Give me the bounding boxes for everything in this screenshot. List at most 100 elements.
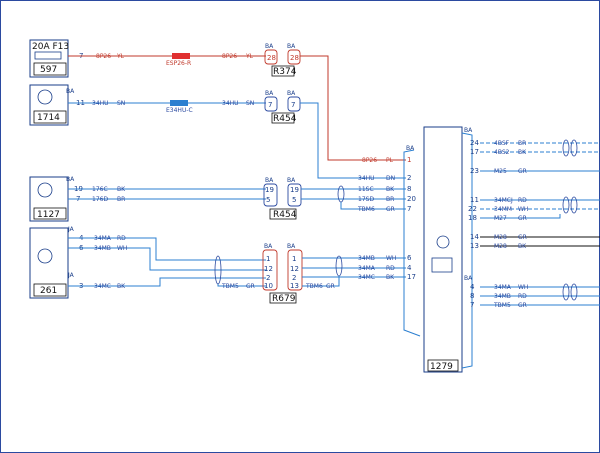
svg-text:WH: WH	[518, 284, 528, 291]
svg-text:34HU: 34HU	[358, 175, 375, 182]
svg-text:GR: GR	[246, 283, 255, 290]
ground-bracket-out	[461, 132, 473, 369]
wire-tbm6[interactable]	[340, 202, 406, 210]
svg-text:2: 2	[292, 274, 296, 282]
svg-text:34MA: 34MA	[358, 265, 376, 272]
svg-text:GR: GR	[518, 168, 527, 175]
svg-text:TBM6: TBM6	[357, 206, 375, 213]
svg-text:BA: BA	[406, 145, 415, 152]
connector-r374[interactable]: BA BA 28 28 R374	[264, 43, 301, 77]
svg-text:28: 28	[290, 54, 299, 62]
svg-text:34MC: 34MC	[94, 283, 111, 290]
svg-text:M27: M27	[494, 215, 507, 222]
svg-text:BK: BK	[518, 149, 527, 156]
wire-34mb-in[interactable]	[68, 247, 266, 271]
svg-text:34MB: 34MB	[494, 293, 511, 300]
svg-text:1127: 1127	[37, 210, 60, 220]
svg-text:12: 12	[290, 265, 299, 273]
svg-text:4: 4	[407, 264, 412, 272]
svg-text:17: 17	[407, 273, 416, 281]
svg-text:BA: BA	[464, 275, 473, 282]
svg-text:1714: 1714	[37, 113, 60, 123]
svg-text:34HU: 34HU	[222, 100, 239, 107]
wire-tbm5-in[interactable]	[217, 284, 266, 287]
svg-text:17: 17	[470, 148, 479, 156]
svg-text:176C: 176C	[92, 186, 108, 193]
connector-r454-mid[interactable]: BA BA 19 5 19 5 R454	[263, 177, 302, 220]
svg-text:13: 13	[290, 282, 299, 290]
svg-text:34MM: 34MM	[494, 206, 512, 213]
svg-text:2: 2	[407, 174, 411, 182]
wire-34mc-in[interactable]	[68, 277, 266, 287]
svg-text:DN: DN	[386, 175, 395, 182]
label-yl: YL	[116, 53, 125, 60]
svg-text:TBM5: TBM5	[493, 302, 511, 309]
connector-r374-id: R374	[273, 67, 297, 77]
wire-m27[interactable]	[480, 214, 561, 219]
ecu-icon	[436, 235, 450, 249]
svg-text:1279: 1279	[430, 362, 453, 372]
svg-text:E34HU-C: E34HU-C	[166, 107, 193, 114]
svg-text:6: 6	[407, 254, 412, 262]
svg-text:18: 18	[468, 214, 477, 222]
connector-r454-top[interactable]: BA BA 7 7 R454	[264, 90, 301, 124]
component-1714[interactable]: 1714	[29, 84, 69, 126]
svg-text:RD: RD	[117, 235, 126, 242]
component-261[interactable]: 261	[29, 227, 69, 299]
svg-text:8: 8	[470, 292, 474, 300]
label-8p26-b: 8P26	[222, 53, 237, 60]
wire-tbm6-r679[interactable]	[302, 276, 340, 287]
svg-text:JA: JA	[67, 226, 75, 233]
svg-text:WH: WH	[386, 255, 396, 262]
svg-text:BK: BK	[386, 274, 395, 281]
component-1127[interactable]: 1127	[29, 176, 69, 222]
splice-red-icon	[172, 53, 190, 59]
wire-8p26-to-1279[interactable]	[300, 55, 406, 161]
svg-text:BA: BA	[66, 88, 75, 95]
svg-text:BA: BA	[287, 90, 296, 97]
svg-text:M28: M28	[494, 234, 507, 241]
svg-text:BK: BK	[386, 186, 395, 193]
svg-text:TBM6: TBM6	[305, 283, 323, 290]
svg-text:BK: BK	[518, 243, 527, 250]
svg-text:14: 14	[470, 233, 479, 241]
sensor-icon-261	[37, 248, 53, 264]
svg-text:R454: R454	[273, 210, 297, 220]
relay-icon	[37, 89, 53, 105]
component-597[interactable]: 20A F13 597	[29, 39, 69, 78]
svg-text:11: 11	[470, 196, 479, 204]
svg-text:28: 28	[267, 54, 276, 62]
svg-text:4: 4	[470, 283, 475, 291]
fuse-label: 20A F13	[32, 42, 69, 52]
splice-red-label: ESP26-R	[166, 60, 191, 67]
svg-text:BA: BA	[265, 177, 274, 184]
svg-text:WH: WH	[518, 206, 528, 213]
sensor-icon	[37, 182, 53, 198]
wire-34hu-to-1279[interactable]	[300, 102, 406, 179]
svg-text:17SD: 17SD	[358, 196, 374, 203]
svg-text:34HU: 34HU	[92, 100, 109, 107]
wire-34ma-in[interactable]	[68, 237, 266, 261]
fuse-icon	[34, 51, 62, 60]
svg-text:SN: SN	[246, 100, 254, 107]
svg-text:5: 5	[266, 196, 270, 204]
svg-text:261: 261	[40, 286, 57, 296]
label-8p26: 8P26	[96, 53, 111, 60]
svg-text:M25: M25	[494, 168, 507, 175]
svg-text:176D: 176D	[92, 196, 108, 203]
svg-text:BR: BR	[386, 196, 394, 203]
svg-text:BK: BK	[117, 186, 126, 193]
component-1279[interactable]: 1279	[423, 126, 463, 373]
display-icon	[431, 257, 453, 273]
connector-r679[interactable]: BA BA 1 12 2 10 1 12 2 13 R679	[262, 243, 303, 304]
svg-text:7: 7	[407, 205, 411, 213]
svg-text:1: 1	[407, 156, 411, 164]
svg-text:5: 5	[292, 196, 296, 204]
svg-text:BA: BA	[287, 243, 296, 250]
svg-text:M28: M28	[494, 243, 507, 250]
svg-text:7: 7	[268, 101, 272, 109]
svg-text:34MC: 34MC	[358, 274, 375, 281]
svg-text:22: 22	[468, 205, 477, 213]
svg-text:R454: R454	[273, 114, 297, 124]
